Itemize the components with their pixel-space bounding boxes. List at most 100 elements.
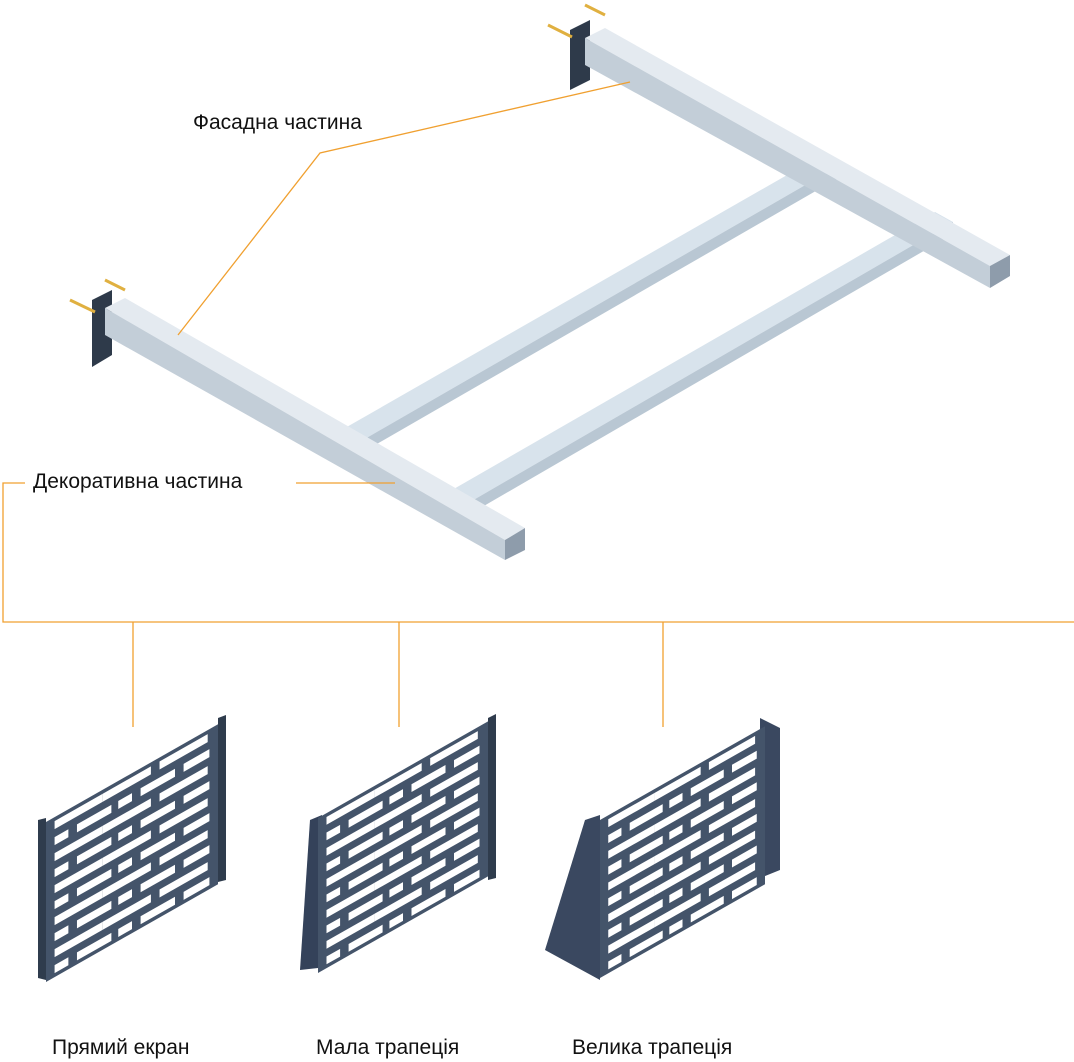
panel-slot (690, 801, 724, 828)
panel-slot (326, 821, 375, 856)
panel-slot (102, 798, 151, 834)
panel-slot (374, 886, 422, 922)
panel-slot (732, 813, 757, 836)
panel-slot (159, 830, 208, 866)
panel-slot (118, 825, 132, 841)
panel-slot (183, 781, 210, 804)
right-beam-end (990, 255, 1010, 288)
panel-slot (54, 921, 103, 958)
panel-slot (76, 900, 112, 929)
panel-slot (76, 836, 112, 865)
caption-small-trapezoid: Мала трапеція (316, 1036, 460, 1059)
panel-slot (454, 776, 480, 799)
panel-straight (38, 715, 226, 982)
panel-slot (389, 851, 404, 867)
panel-slot (708, 862, 756, 897)
panel-slot (348, 831, 383, 859)
panel-slot (608, 824, 655, 859)
panel-slot (690, 895, 724, 923)
panel-slot (183, 845, 210, 868)
panel-slot (54, 829, 69, 846)
panel-slot (140, 800, 175, 829)
right-beam-top (585, 28, 1010, 266)
panel-slot (374, 855, 422, 891)
panel-slot (118, 793, 132, 809)
panel-slot (374, 762, 422, 798)
panel-slot (326, 883, 375, 918)
panel-slot (76, 868, 112, 897)
panel-slot (411, 857, 446, 886)
panel-slot (159, 862, 208, 898)
panel-slot (654, 893, 701, 928)
panel-slot (411, 826, 446, 855)
panel-slot (669, 919, 683, 935)
left-beam-end (505, 528, 525, 560)
panel-slot (326, 886, 341, 903)
panel-slot (430, 855, 478, 890)
facade-leader (177, 81, 631, 336)
panel-slot (608, 919, 655, 954)
left-beam-face (105, 308, 505, 560)
cross-beam-2 (452, 212, 953, 502)
panel-slot (348, 862, 383, 890)
leader-lines (2, 81, 1074, 727)
panel-slot (629, 835, 663, 863)
panel-slot (629, 930, 663, 958)
panel-slot (430, 793, 478, 828)
caption-straight-screen: Прямий екран (52, 1036, 190, 1059)
panel-slot (54, 793, 103, 830)
panel-slot (183, 877, 210, 900)
panel-slot (102, 862, 151, 898)
panel-slot (608, 887, 655, 922)
panel-slot (669, 856, 683, 872)
panel-slot (118, 921, 132, 937)
bracket-line (2, 482, 1074, 623)
panel-slot (326, 824, 341, 841)
cross-beam-1-face (363, 165, 840, 452)
panel-slot (389, 789, 404, 805)
panel-slot (183, 813, 210, 836)
panel-slot (732, 750, 757, 773)
right-beam-face (585, 38, 990, 288)
panel-slot (54, 957, 69, 974)
panel-slot (629, 804, 663, 831)
panel-slot (608, 922, 622, 938)
panel-slot (411, 795, 446, 824)
panel-slot (430, 824, 478, 859)
panel-slot (140, 896, 175, 925)
panel-slot (102, 766, 151, 802)
panel-slot (374, 793, 422, 829)
panel-slot (348, 924, 383, 952)
panel-slot (732, 877, 757, 900)
panel-slot (348, 800, 383, 828)
panel-slot (159, 766, 208, 802)
panel-slot (690, 769, 724, 797)
panel-slot (140, 832, 175, 861)
panel-slot (389, 820, 404, 836)
panel-slot (326, 948, 341, 965)
panel-slot (608, 793, 655, 828)
panel-slot (54, 857, 103, 894)
panel-slot (690, 832, 724, 860)
panel-slot (430, 762, 478, 797)
panel-slot (76, 932, 112, 961)
panel-slot (54, 825, 103, 862)
panel-slot (629, 867, 663, 894)
panel-slot (326, 790, 375, 825)
panel-slot (608, 859, 622, 875)
panel-slot (608, 827, 622, 843)
panel-slot (54, 925, 69, 942)
panel-slot (140, 864, 175, 893)
panel-slot (654, 766, 701, 801)
panel-slot (159, 798, 208, 834)
panel-slot (669, 887, 683, 904)
wall-plate-right (570, 20, 590, 90)
panel-slot (54, 893, 69, 910)
panel-slot (411, 764, 446, 793)
panel-slot (54, 861, 69, 878)
panel-slot (374, 824, 422, 860)
panel-slot (629, 898, 663, 926)
panel-slot (454, 838, 480, 861)
